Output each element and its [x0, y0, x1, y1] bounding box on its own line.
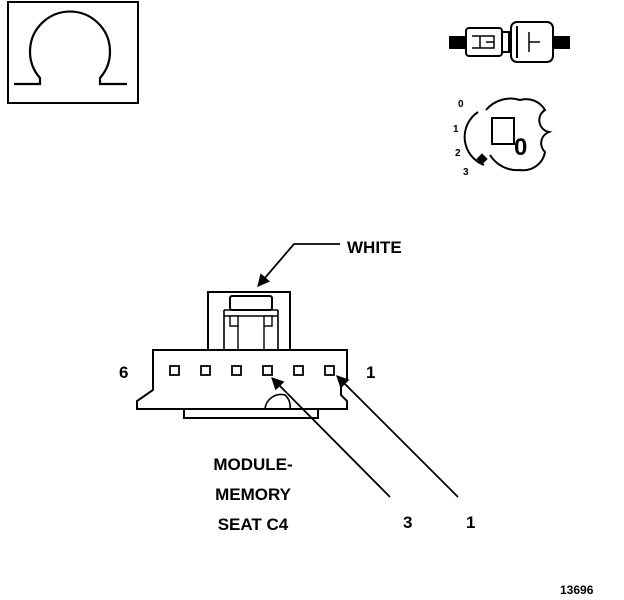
- key-position-0: 3: [463, 167, 469, 178]
- cavity-5: [200, 365, 211, 376]
- connector-name-line2: MEMORY: [215, 485, 292, 504]
- ignition-key-icon: 0 1 2 3 0: [453, 97, 553, 178]
- callout-label-3: 3: [403, 513, 412, 532]
- connector-cavities: [169, 365, 335, 376]
- ohm-omega-icon: [7, 1, 139, 104]
- left-cavity-label: 6: [119, 363, 128, 382]
- key-position-1: 2: [455, 148, 461, 159]
- key-position-2: 1: [453, 124, 459, 135]
- callout-arrow-1: [336, 375, 459, 498]
- callout-label-1: 1: [466, 513, 475, 532]
- cavity-1: [324, 365, 335, 376]
- cavity-2: [293, 365, 304, 376]
- inline-connector-icon: [449, 21, 570, 63]
- key-position-3: 0: [458, 99, 464, 110]
- figure-number: 13696: [560, 583, 594, 597]
- connector-color-label: WHITE: [347, 238, 402, 257]
- color-leader-line: [257, 243, 340, 287]
- connector-name-line1: MODULE-: [213, 455, 292, 474]
- connector-body: [136, 291, 348, 419]
- cavity-6: [169, 365, 180, 376]
- callout-arrow-3: [271, 377, 391, 498]
- cavity-3: [262, 365, 273, 376]
- cavity-4: [231, 365, 242, 376]
- key-label: 0: [514, 134, 527, 161]
- connector-name-line3: SEAT C4: [218, 515, 289, 534]
- right-cavity-label: 1: [366, 363, 375, 382]
